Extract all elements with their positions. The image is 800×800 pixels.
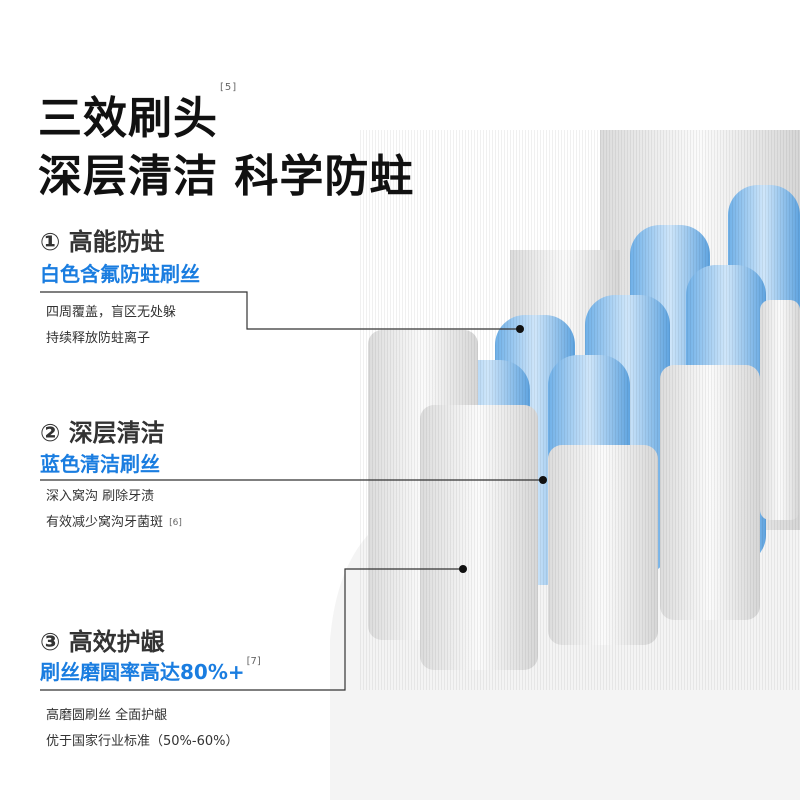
desc-line: 四周覆盖，盲区无处躲 (46, 305, 177, 320)
heading-text: 深层清洁 (68, 419, 165, 447)
feature-1-subtitle: 白色含氟防蛀刷丝 (40, 262, 200, 286)
desc-line: 高磨圆刷丝 全面护龈 (46, 708, 168, 723)
desc-line: 有效减少窝沟牙菌斑 [6] (46, 510, 182, 536)
title-text: 三效刷头 (38, 93, 218, 144)
heading-text: 高效护龈 (68, 628, 165, 656)
desc-line: 深入窝沟 刷除牙渍 (46, 489, 155, 504)
number-badge: ③ (40, 628, 61, 656)
number-badge: ② (40, 419, 61, 447)
heading-text: 高能防蛀 (68, 228, 165, 256)
page-title-line2: 深层清洁 科学防蛀 (38, 151, 415, 202)
feature-1-desc: 四周覆盖，盲区无处躲持续释放防蛀离子 (46, 300, 176, 352)
callout-lines (40, 291, 543, 691)
feature-1-heading: ① 高能防蛀 (40, 222, 165, 257)
footnote-ref: [6] (169, 518, 182, 528)
subtitle-text: 刷丝磨圆率高达80%+ (40, 660, 245, 684)
desc-text: 有效减少窝沟牙菌斑 (46, 515, 164, 530)
feature-3-desc: 高磨圆刷丝 全面护龈优于国家行业标准（50%-60%） (46, 703, 238, 755)
number-badge: ① (40, 228, 61, 256)
feature-2-subtitle: 蓝色清洁刷丝 (40, 452, 160, 476)
feature-2-heading: ② 深层清洁 (40, 413, 165, 448)
footnote-ref: [7] (246, 656, 261, 667)
feature-3-heading: ③ 高效护龈 (40, 622, 165, 657)
footnote-ref: [5] (220, 82, 238, 93)
feature-3-subtitle: 刷丝磨圆率高达80%+[7] (40, 656, 261, 685)
page-title-line1: 三效刷头[5] (38, 82, 237, 146)
desc-line: 持续释放防蛀离子 (46, 331, 151, 346)
callout-dots (459, 325, 547, 573)
feature-2-desc: 深入窝沟 刷除牙渍有效减少窝沟牙菌斑 [6] (46, 484, 182, 536)
desc-line: 优于国家行业标准（50%-60%） (46, 734, 239, 749)
